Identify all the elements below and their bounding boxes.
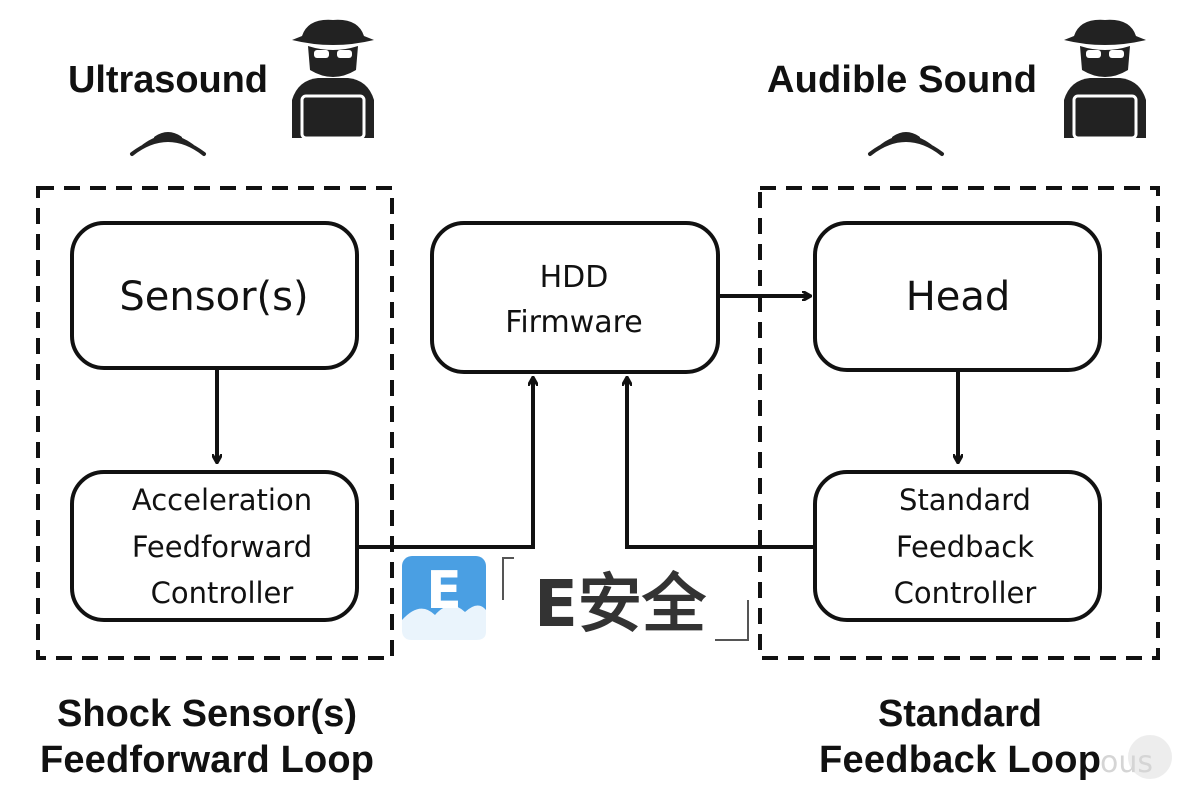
hacker-icon: [1062, 18, 1148, 140]
svg-text:E安全: E安全: [534, 568, 707, 642]
head-box-label: Head: [906, 274, 1011, 320]
feedforward-loop-label: Shock Sensor(s): [57, 693, 357, 735]
ultrasound-label: Ultrasound: [68, 59, 268, 101]
svg-text:E: E: [426, 561, 462, 621]
arrow-feedforward-to-firmware: [357, 378, 533, 549]
box-line: Controller: [151, 576, 294, 610]
box-line: Acceleration: [132, 483, 312, 517]
box-line: Firmware: [505, 305, 643, 340]
feedback-loop-label: Standard: [878, 693, 1042, 735]
hdd-firmware-box: HDD Firmware: [430, 221, 720, 374]
feedforward-loop-region: [36, 186, 394, 660]
audible-sound-label: Audible Sound: [767, 59, 1037, 101]
feedback-loop-region: [758, 186, 1160, 660]
box-line: HDD: [540, 260, 609, 295]
arrow-feedback-to-firmware: [627, 378, 815, 549]
box-line: Feedforward: [132, 530, 312, 564]
head-box: Head: [813, 221, 1102, 372]
sensor-box: Sensor(s): [70, 221, 359, 370]
svg-text:ous: ous: [1100, 745, 1153, 780]
feedforward-loop-label: Feedforward Loop: [40, 739, 374, 781]
sensor-box-label: Sensor(s): [119, 274, 308, 320]
sound-wave-icon: [868, 132, 944, 156]
acceleration-controller-box: Acceleration Feedforward Controller: [70, 470, 359, 622]
sound-wave-icon: [130, 132, 206, 156]
e-anquan-logo: E E安全: [402, 554, 754, 642]
corner-watermark: ous: [1100, 735, 1172, 780]
box-line: Feedback: [896, 530, 1034, 564]
box-line: Controller: [894, 576, 1037, 610]
standard-controller-box: Standard Feedback Controller: [813, 470, 1102, 622]
box-line: Standard: [899, 483, 1031, 517]
hacker-icon: [290, 18, 376, 140]
feedback-loop-label: Feedback Loop: [819, 739, 1101, 781]
